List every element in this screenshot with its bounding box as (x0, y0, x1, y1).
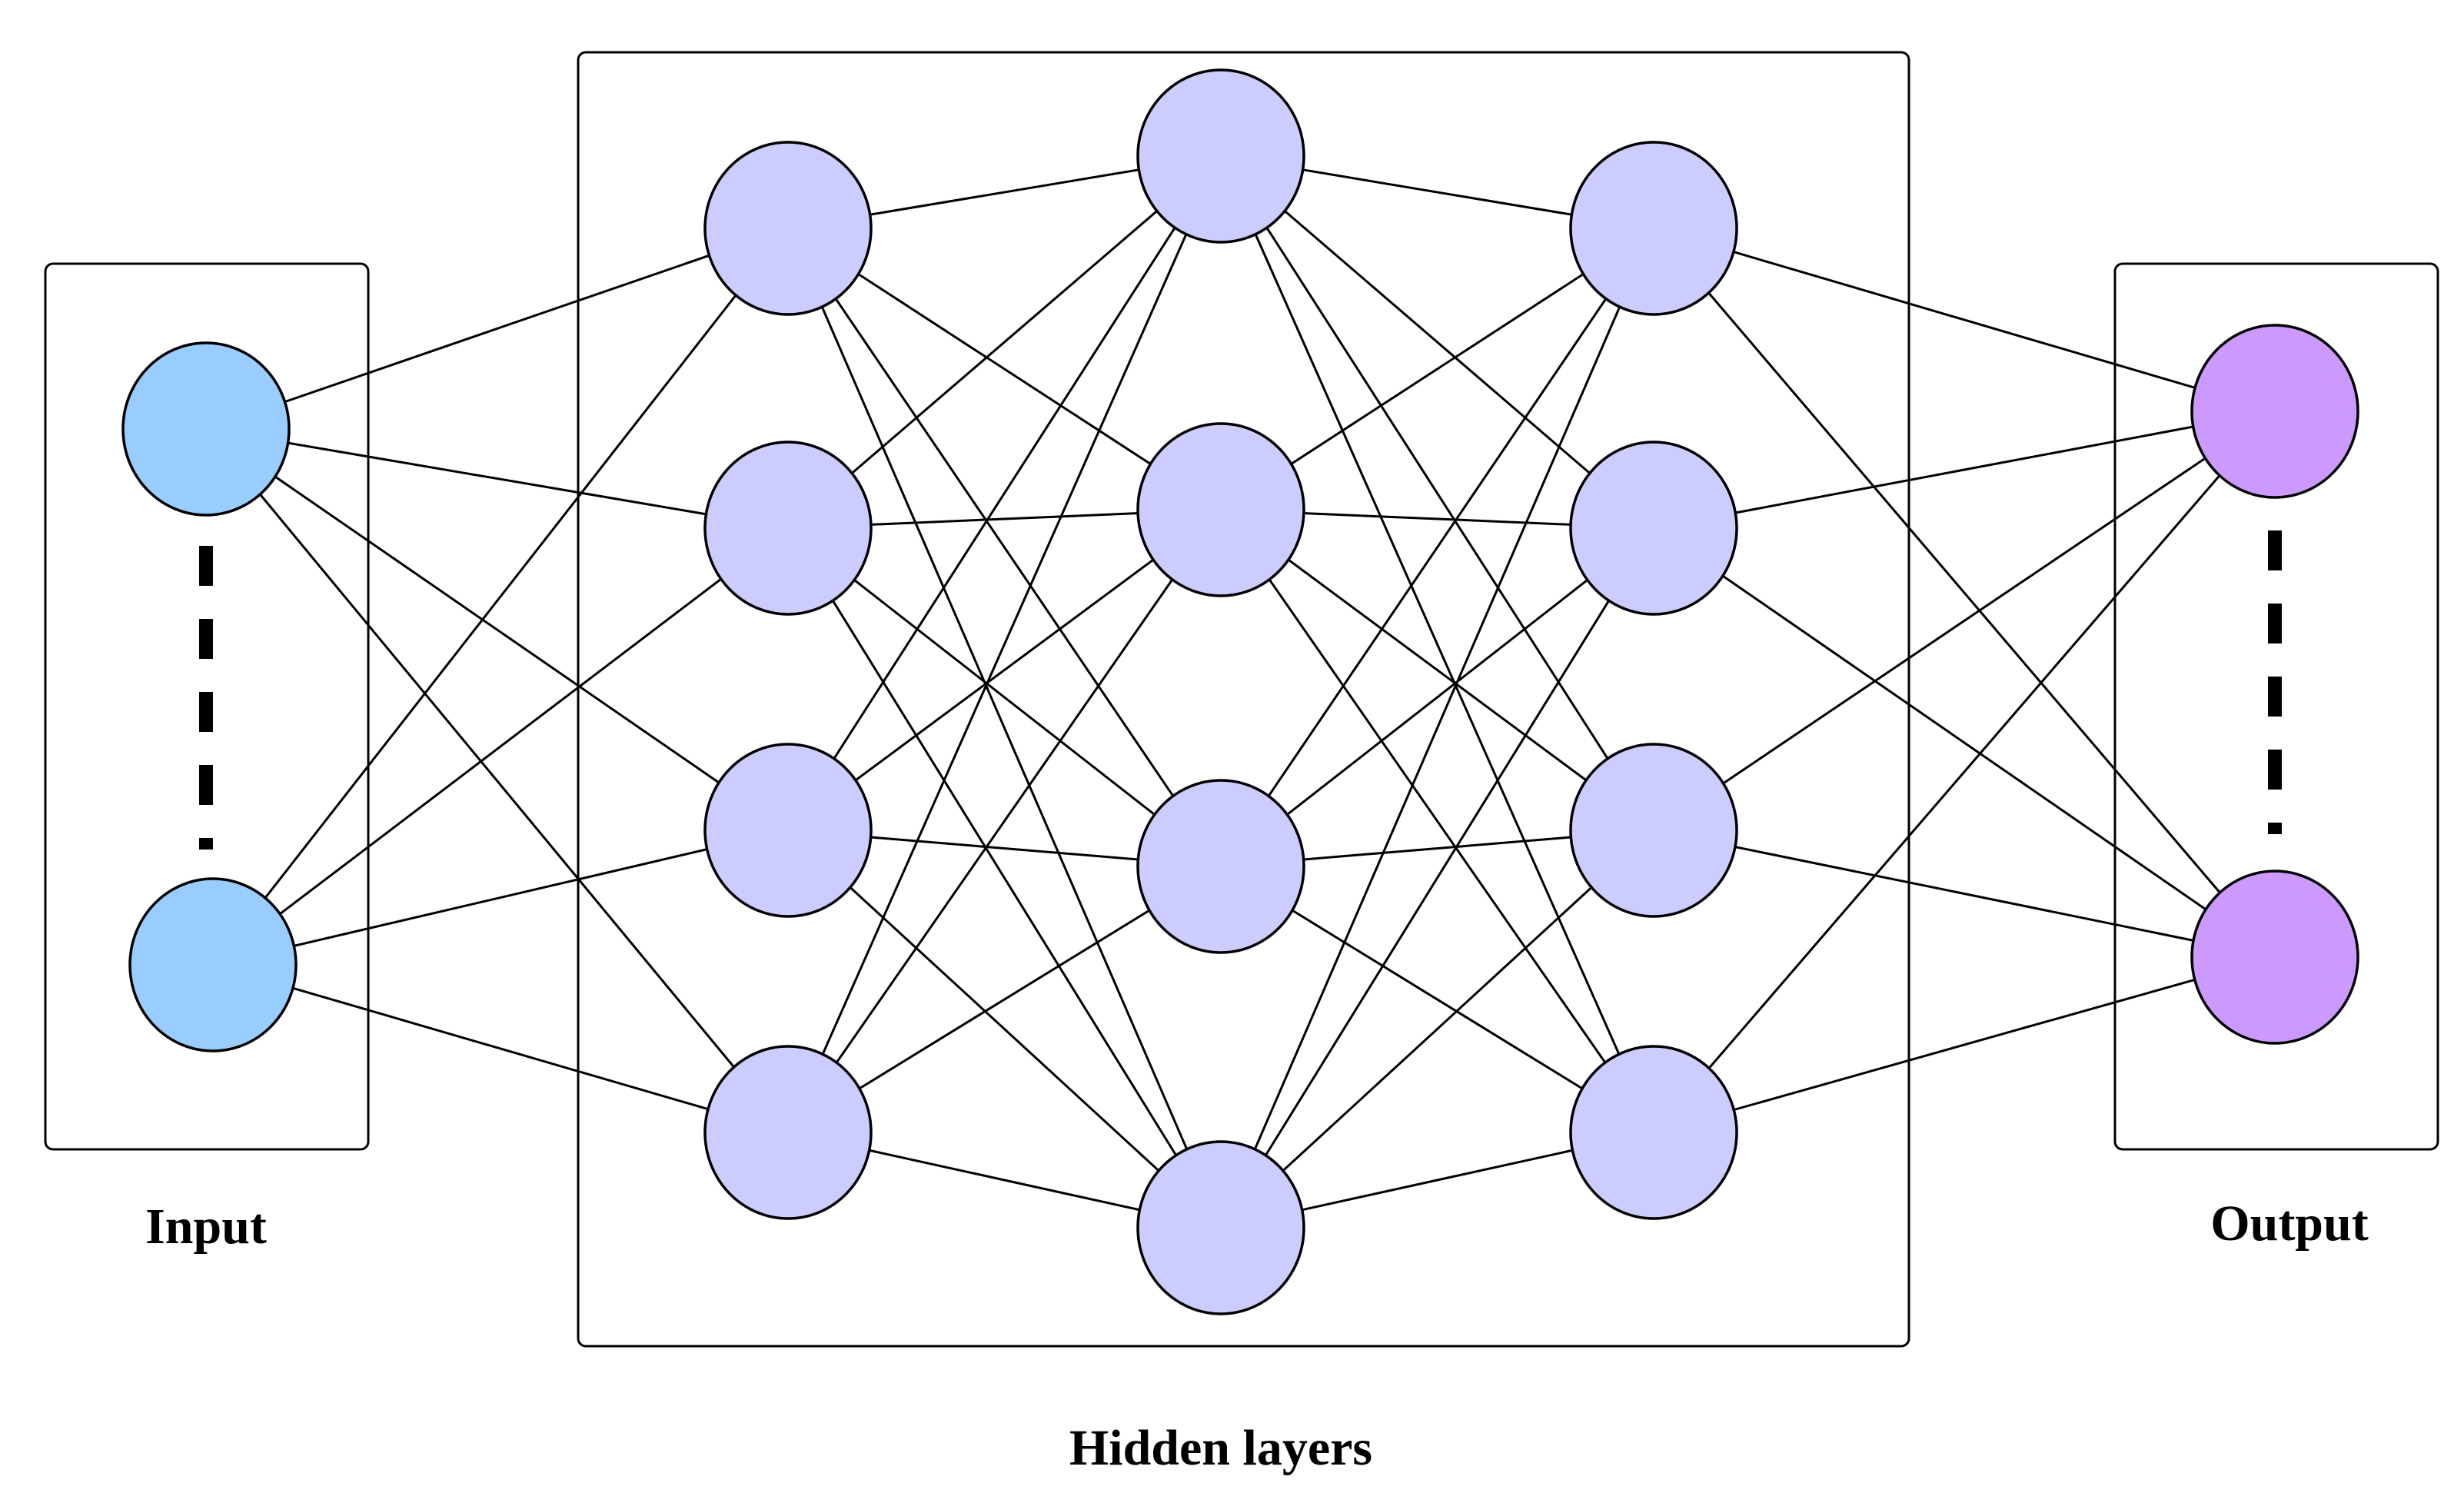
edge-hidden-1-3-to-hidden-2-1 (786, 155, 1222, 831)
hidden-3-node-4 (1569, 1045, 1738, 1220)
output-node-2 (2190, 870, 2359, 1045)
edge-hidden-3-4-to-output-1 (1652, 411, 2276, 1133)
input-layer-box (44, 262, 370, 1151)
edge-hidden-1-4-to-hidden-2-2 (786, 509, 1222, 1133)
hidden-1-node-4 (703, 1045, 873, 1220)
hidden-3-node-2 (1569, 441, 1738, 616)
hidden-layers-label: Hidden layers (1069, 1420, 1372, 1476)
neuron-nodes (121, 68, 2359, 1315)
edge-hidden-1-3-to-hidden-2-4 (786, 829, 1222, 1229)
edge-input-1-to-hidden-1-3 (205, 427, 789, 832)
hidden-1-node-1 (703, 141, 873, 316)
edge-hidden-1-2-to-hidden-2-4 (786, 527, 1222, 1229)
hidden-1-node-3 (703, 743, 873, 918)
edge-hidden-2-1-to-hidden-3-2 (1220, 155, 1654, 530)
hidden-2-node-2 (1136, 422, 1305, 597)
edge-hidden-2-2-to-hidden-3-1 (1220, 227, 1654, 511)
edge-hidden-3-3-to-output-2 (1653, 829, 2276, 959)
hidden-1-node-2 (703, 441, 873, 616)
edge-input-2-to-hidden-1-3 (212, 829, 789, 966)
edge-hidden-2-3-to-hidden-3-2 (1220, 527, 1654, 868)
connection-edges (205, 155, 2276, 1229)
edge-hidden-3-1-to-output-1 (1653, 227, 2276, 413)
edge-input-2-to-hidden-1-1 (211, 228, 790, 966)
input-label: Input (145, 1199, 267, 1255)
edge-hidden-3-3-to-output-1 (1653, 410, 2276, 832)
hidden-layers-box (577, 51, 1910, 1348)
edge-hidden-2-3-to-hidden-3-1 (1219, 228, 1655, 867)
edge-input-1-to-hidden-1-4 (205, 428, 790, 1133)
edge-hidden-1-1-to-hidden-2-3 (786, 228, 1222, 867)
edge-hidden-2-1-to-hidden-3-4 (1219, 155, 1655, 1133)
hidden-2-node-1 (1136, 68, 1305, 244)
input-node-1 (121, 341, 291, 517)
edge-hidden-3-1-to-output-2 (1652, 228, 2276, 958)
edge-hidden-2-2-to-hidden-3-4 (1219, 509, 1655, 1133)
hidden-3-node-3 (1569, 743, 1738, 918)
edge-hidden-3-2-to-output-2 (1653, 527, 2276, 959)
edge-hidden-2-2-to-hidden-3-3 (1220, 508, 1654, 832)
output-node-1 (2190, 324, 2359, 499)
output-layer-box (2113, 262, 2439, 1151)
hidden-2-node-3 (1136, 779, 1305, 954)
edge-hidden-2-4-to-hidden-3-2 (1219, 527, 1655, 1229)
hidden-3-node-1 (1569, 141, 1738, 316)
edge-input-2-to-hidden-1-2 (212, 527, 789, 966)
edge-hidden-1-2-to-hidden-2-1 (787, 155, 1222, 530)
edge-hidden-3-4-to-output-2 (1653, 956, 2276, 1134)
edge-hidden-1-1-to-hidden-2-2 (787, 227, 1222, 511)
input-node-2 (128, 877, 298, 1052)
hidden-2-node-4 (1136, 1140, 1305, 1315)
edge-input-2-to-hidden-1-4 (212, 963, 789, 1134)
edge-input-1-to-hidden-1-1 (205, 227, 789, 431)
edge-hidden-2-4-to-hidden-3-3 (1219, 829, 1655, 1229)
edge-hidden-1-2-to-hidden-2-3 (787, 527, 1222, 868)
edge-hidden-2-4-to-hidden-3-1 (1219, 228, 1655, 1229)
edge-input-1-to-hidden-1-2 (205, 427, 789, 530)
edge-hidden-3-2-to-output-1 (1653, 410, 2276, 530)
edge-hidden-1-4-to-hidden-2-1 (786, 155, 1222, 1133)
edge-hidden-1-3-to-hidden-2-2 (787, 508, 1222, 832)
edge-hidden-2-1-to-hidden-3-3 (1219, 155, 1655, 831)
output-label: Output (2210, 1195, 2368, 1252)
edge-hidden-1-1-to-hidden-2-4 (786, 228, 1222, 1229)
